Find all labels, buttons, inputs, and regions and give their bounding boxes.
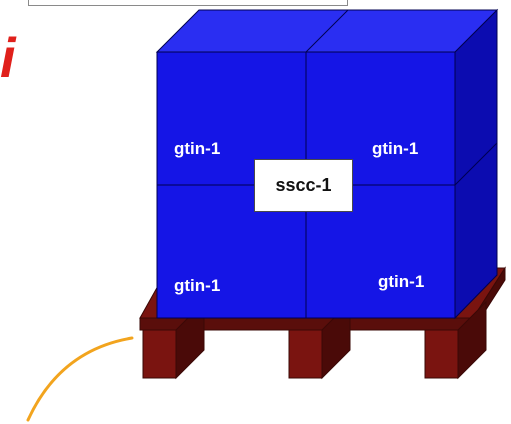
pointer-curve xyxy=(26,336,134,422)
pallet-sscc-label: sscc-1 xyxy=(254,159,353,212)
case-seam-side xyxy=(454,142,498,186)
pallet-leg-middle xyxy=(288,329,323,379)
case-label-top-right: gtin-1 xyxy=(372,139,419,158)
pallet-leg-right xyxy=(424,329,459,379)
case-seam-top xyxy=(305,9,349,53)
case-label-bottom-right: gtin-1 xyxy=(378,272,425,291)
cropped-header-box xyxy=(28,0,348,6)
pallet-leg-right-side xyxy=(457,300,487,380)
pallet-leg-left xyxy=(142,329,177,379)
case-label-bottom-left: gtin-1 xyxy=(174,276,221,295)
decorative-italic-letter: i xyxy=(0,26,16,89)
case-label-top-left: gtin-1 xyxy=(174,139,221,158)
